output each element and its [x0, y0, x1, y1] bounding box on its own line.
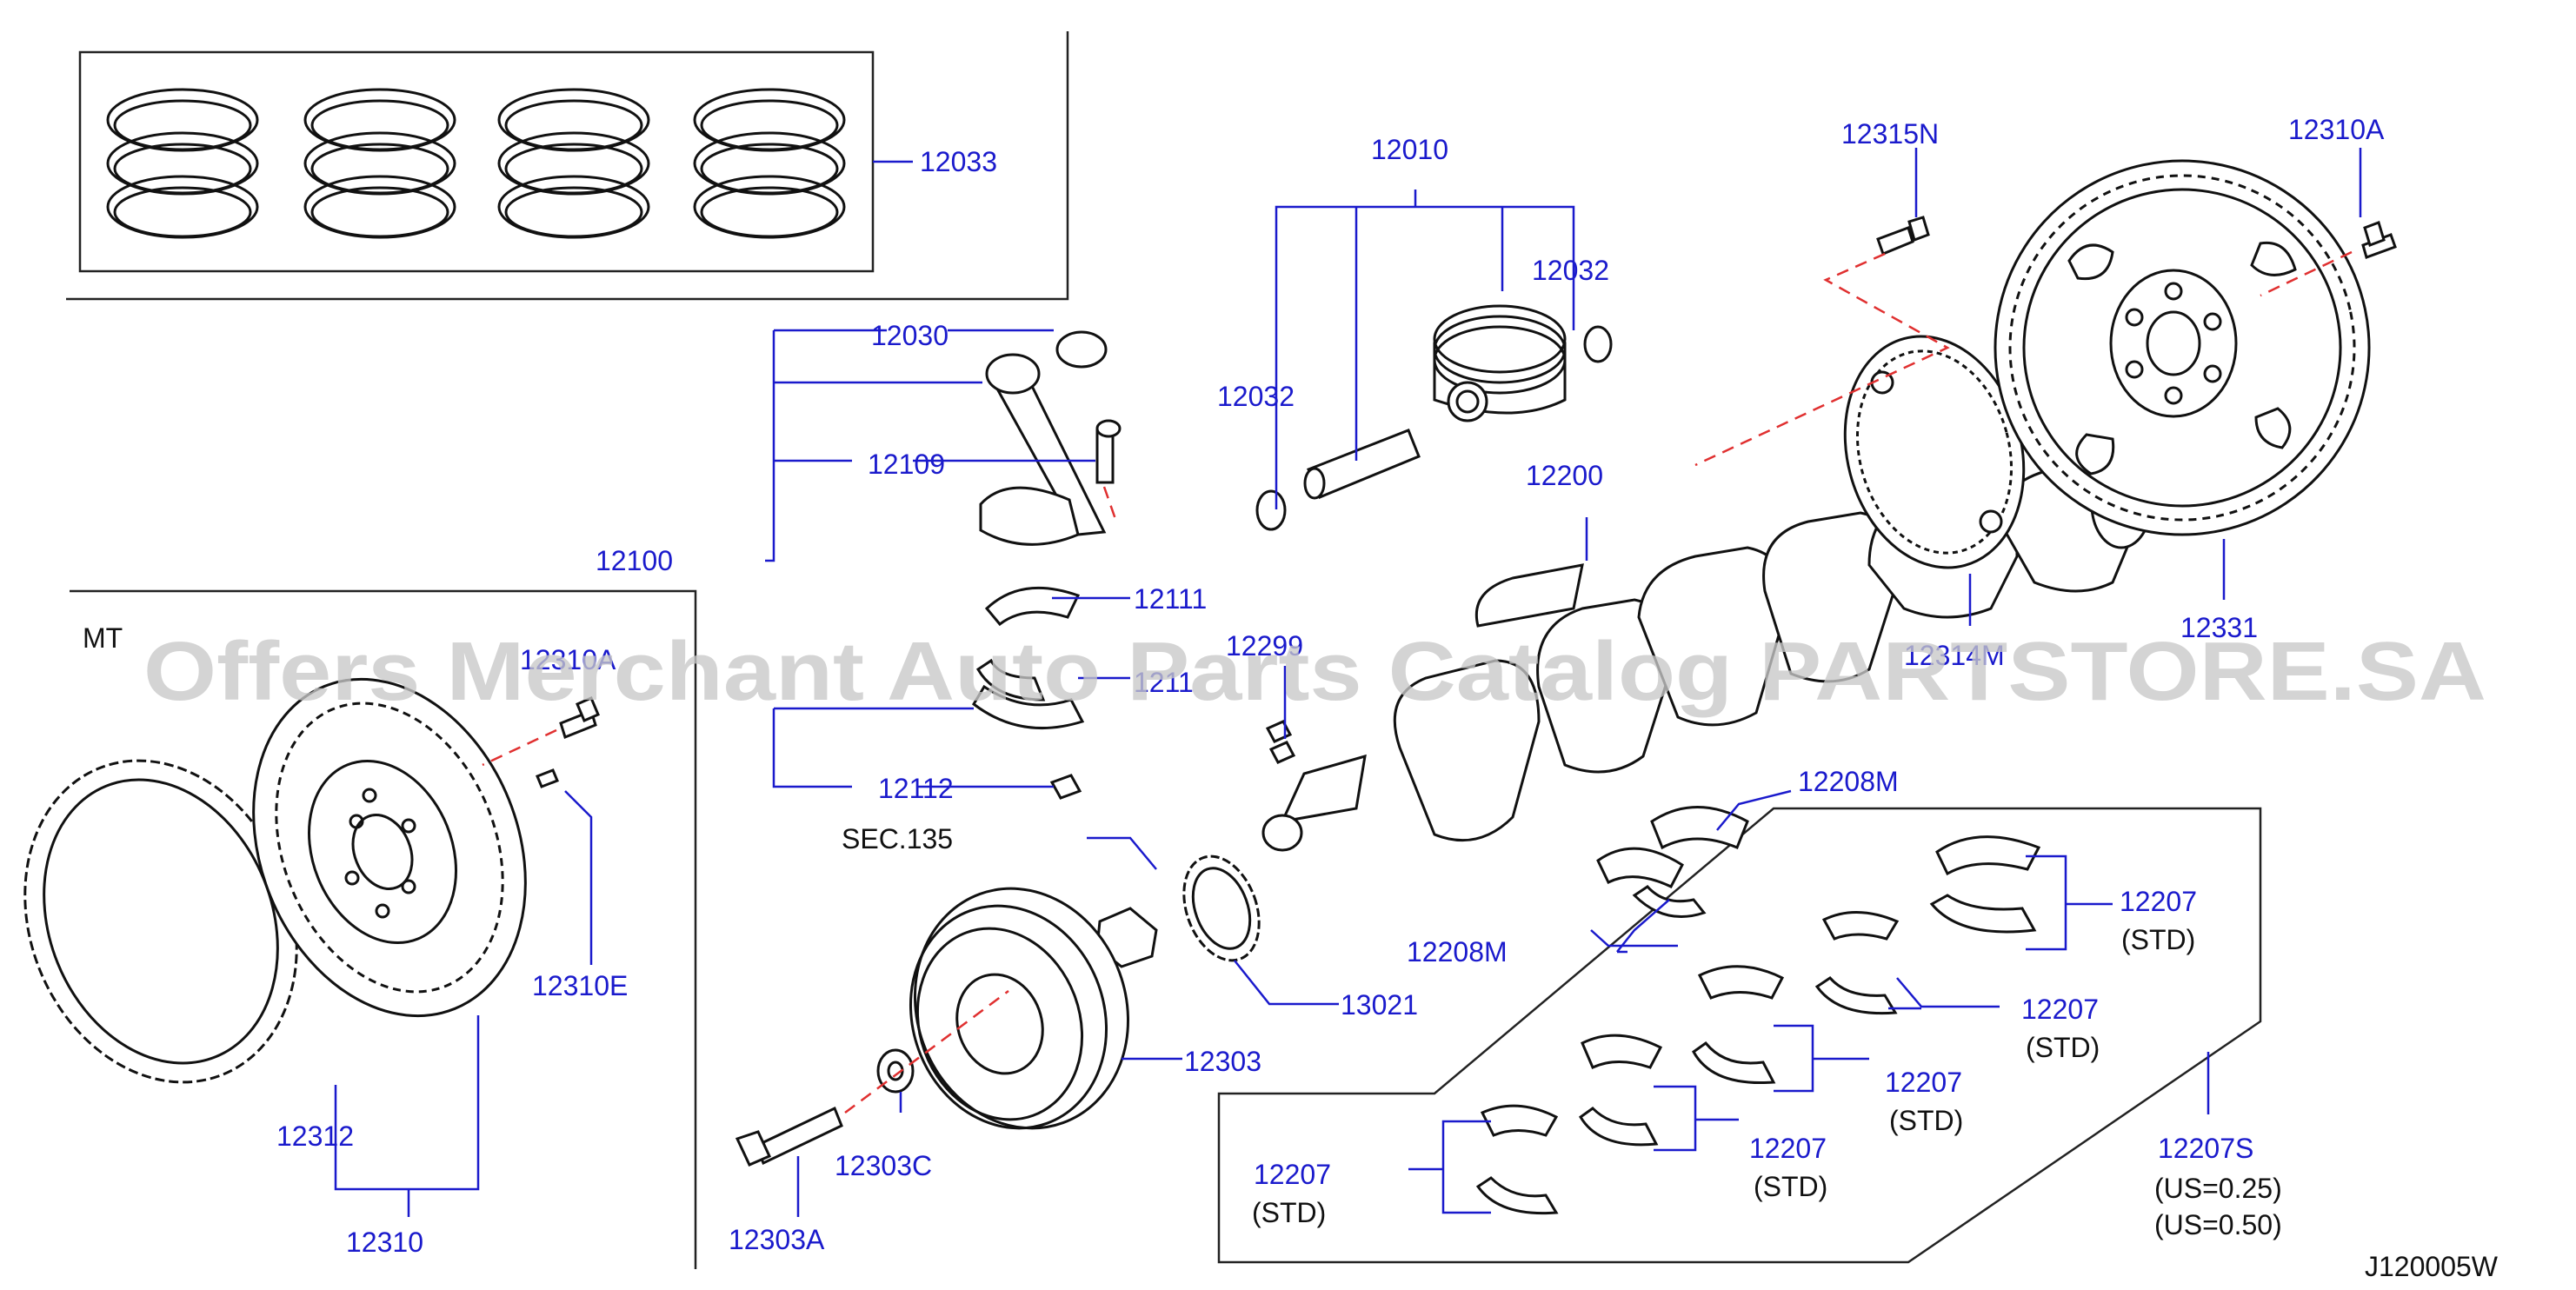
note-us-025: (US=0.25)	[2154, 1173, 2282, 1204]
label-12208m-top: 12208M	[1798, 766, 1899, 797]
label-12112: 12112	[878, 773, 954, 804]
label-12310e: 12310E	[532, 970, 628, 1001]
piston-assembly	[1255, 304, 1613, 531]
note-std-3: (STD)	[1889, 1105, 1963, 1136]
sec-reference: SEC.135	[842, 823, 953, 854]
label-12207-4: 12207	[1749, 1133, 1827, 1164]
annotations: MT SEC.135 (STD) (STD) (STD) (STD) (STD)…	[83, 622, 2499, 1282]
label-12207-3: 12207	[1885, 1067, 1962, 1098]
label-12303a: 12303A	[729, 1224, 825, 1255]
note-std-4: (STD)	[1754, 1171, 1827, 1202]
label-12111-upper: 12111	[1134, 583, 1207, 615]
label-13021: 13021	[1341, 989, 1418, 1021]
label-12314m: 12314M	[1904, 640, 2005, 671]
label-12100: 12100	[596, 545, 673, 576]
label-12315n: 12315N	[1841, 118, 1939, 150]
label-12032-right: 12032	[1532, 255, 1609, 286]
label-12310a-mt: 12310A	[520, 644, 616, 675]
piston-ring-sets	[106, 88, 846, 239]
leader-lines	[334, 148, 2362, 1217]
watermark-text: Offers Merchant Auto Parts Catalog PARTS…	[143, 625, 2486, 718]
label-12010: 12010	[1371, 134, 1448, 165]
diagram-code: J120005W	[2365, 1251, 2499, 1282]
note-std-1: (STD)	[2121, 924, 2195, 955]
label-12310: 12310	[346, 1227, 423, 1258]
crank-bolts	[1694, 216, 2397, 467]
note-us-050: (US=0.50)	[2154, 1209, 2282, 1240]
label-12111-lower: 1211	[1134, 667, 1194, 698]
label-12207-2: 12207	[2021, 994, 2099, 1025]
label-12312: 12312	[276, 1120, 354, 1152]
label-12208m-bottom: 12208M	[1407, 936, 1508, 968]
label-12032-left: 12032	[1217, 381, 1295, 412]
note-std-5: (STD)	[1252, 1197, 1326, 1228]
label-12207-5: 12207	[1254, 1159, 1331, 1190]
label-12299: 12299	[1226, 630, 1303, 662]
front-pulley-group	[735, 854, 1261, 1167]
section-mt: MT	[83, 622, 123, 654]
label-12310a-top: 12310A	[2288, 114, 2385, 145]
mt-flywheel	[23, 677, 600, 1084]
signal-plate	[1843, 335, 2026, 569]
label-12109: 12109	[868, 449, 945, 480]
main-bearings	[1475, 806, 2041, 1215]
label-12200: 12200	[1526, 460, 1603, 491]
label-12303: 12303	[1184, 1046, 1261, 1077]
note-std-2: (STD)	[2026, 1032, 2100, 1063]
label-12207-1: 12207	[2120, 886, 2197, 917]
diagram-frames	[66, 31, 2262, 1269]
connecting-rod	[979, 330, 1122, 546]
part-labels: 12033 12010 12032 12032 12030 12109 1210…	[276, 114, 2385, 1258]
drive-plate	[1994, 159, 2371, 536]
label-12303c: 12303C	[835, 1150, 932, 1181]
label-12033: 12033	[920, 146, 997, 177]
label-12331: 12331	[2180, 612, 2258, 643]
label-12030: 12030	[871, 320, 949, 351]
label-12207s: 12207S	[2158, 1133, 2253, 1164]
